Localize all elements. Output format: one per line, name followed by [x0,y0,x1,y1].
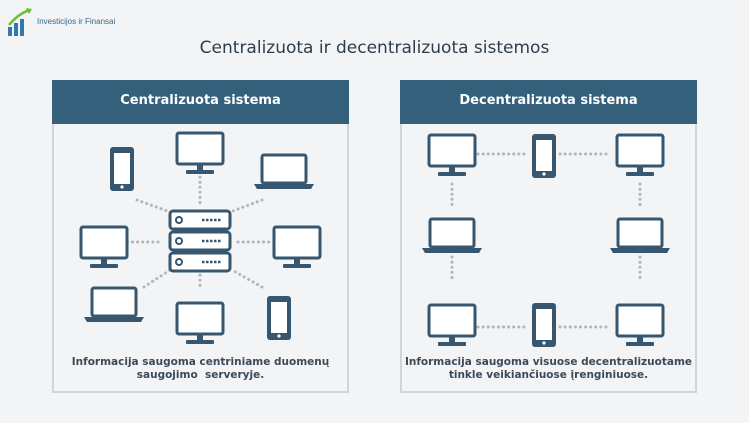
phone-icon [532,303,556,347]
phone-icon [267,296,291,340]
decentralized-header: Decentralizuota sistema [400,80,697,124]
laptop-icon [608,217,672,255]
monitor-icon [79,225,129,270]
page-title: Centralizuota ir decentralizuota sistemo… [199,38,550,58]
decentralized-panel: Decentralizuota sistema [400,80,697,393]
decentralized-diagram [420,133,672,348]
logo[interactable]: Investicijos ir Finansai [5,5,165,39]
logo-text: Investicijos ir Finansai [37,17,116,26]
laptop-icon [420,217,484,255]
monitor-icon [615,303,665,348]
growth-chart-logo-icon [8,8,32,36]
monitor-icon [272,225,322,270]
caption-line: Informacija saugoma centriniame duomenų [71,356,330,368]
phone-icon [532,134,556,178]
connector-lines [450,152,642,329]
laptop-icon [82,286,146,324]
monitor-icon [427,133,477,178]
monitor-icon [175,301,225,346]
centralized-panel: Centralizuota sistema [52,80,349,393]
monitor-icon [427,303,477,348]
laptop-icon [252,153,316,191]
centralized-diagram [79,131,322,346]
decentralized-caption: Informacija saugoma visuose decentralizu… [400,356,697,382]
centralized-header: Centralizuota sistema [52,80,349,124]
monitor-icon [175,131,225,176]
caption-line: Informacija saugoma visuose decentralizu… [404,356,693,368]
monitor-icon [615,133,665,178]
phone-icon [110,147,134,191]
central-server-icon [168,209,232,273]
centralized-caption: Informacija saugoma centriniame duomenų … [52,356,349,382]
caption-line: tinkle veikiančiuose įrenginiuose. [448,369,649,381]
caption-line: saugojimo serveryje. [136,369,265,381]
